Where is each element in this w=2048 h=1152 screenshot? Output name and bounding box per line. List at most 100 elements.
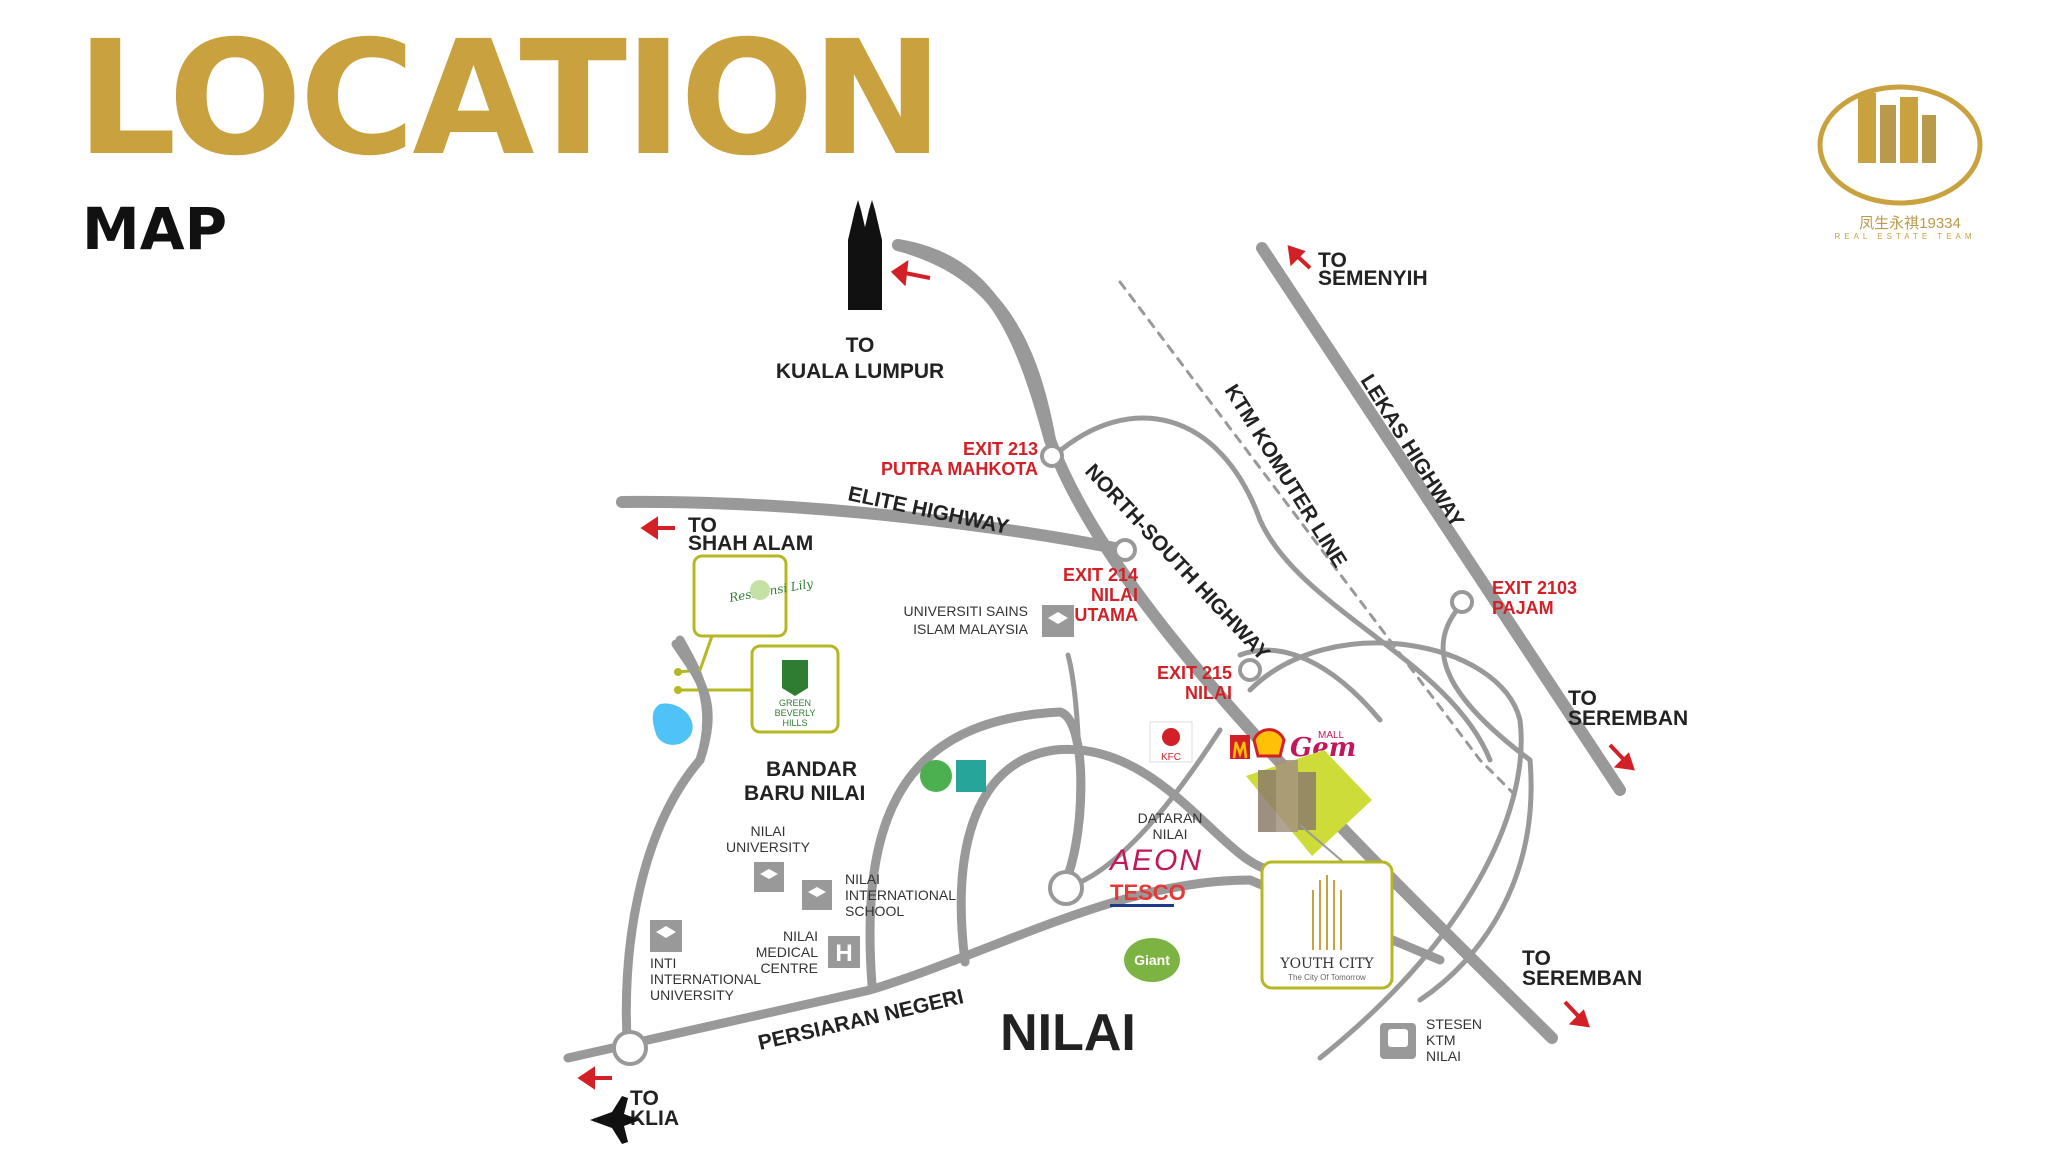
green-beverly-callout[interactable]: GREEN BEVERLY HILLS	[750, 644, 840, 734]
exit-214-label: EXIT 214	[1063, 565, 1138, 585]
dataran-line1: DATARAN	[1138, 810, 1203, 826]
graduation-cap-icon	[650, 920, 682, 952]
nilai-univ-line1: NILAI	[750, 823, 785, 839]
stesen-line3: NILAI	[1426, 1048, 1461, 1064]
exit-2103-node[interactable]	[1450, 590, 1474, 614]
nilai-medical-line3: CENTRE	[760, 960, 818, 976]
graduation-cap-icon	[802, 880, 832, 910]
nilai-intl-line1: NILAI	[845, 871, 880, 887]
company-logo	[1817, 84, 1983, 206]
ktm-line	[1118, 280, 1522, 802]
tesco-logo: TESCO	[1110, 880, 1186, 905]
dest-kl-line2: KUALA LUMPUR	[776, 360, 944, 383]
stesen-line2: KTM	[1426, 1032, 1456, 1048]
dest-seremban-1-line2: SEREMBAN	[1568, 707, 1688, 730]
graduation-cap-icon	[1042, 605, 1074, 637]
petronas-towers-icon	[848, 200, 882, 310]
svg-text:MALL: MALL	[1318, 730, 1345, 741]
site-marker	[674, 686, 682, 694]
nilai-medical-line1: NILAI	[783, 928, 818, 944]
page-title: LOCATION	[76, 7, 943, 191]
roundabout-klia[interactable]	[612, 1030, 648, 1066]
graduation-cap-icon	[754, 862, 784, 892]
youth-city-name: YOUTH CITY	[1279, 956, 1374, 972]
green-beverly-line2: BEVERLY	[775, 708, 816, 718]
kfc-logo: KFC	[1149, 721, 1193, 763]
tesco-underline	[1110, 904, 1174, 907]
dest-klia-line2: KLIA	[630, 1107, 679, 1130]
giant-logo: Giant	[1124, 938, 1180, 982]
exit-2103-name: PAJAM	[1492, 598, 1554, 618]
mcdonalds-logo	[1230, 735, 1250, 759]
elite-highway	[616, 495, 1131, 556]
dataran-line2: NILAI	[1152, 826, 1187, 842]
nilai-label: NILAI	[1000, 1004, 1136, 1062]
usim-line1: UNIVERSITI SAINS	[904, 603, 1028, 619]
callout-pointer	[677, 635, 714, 674]
dest-seremban-2-line1: TO	[1522, 947, 1551, 970]
local-road	[1062, 727, 1223, 891]
callout-line	[1299, 824, 1349, 867]
site-marker	[674, 668, 682, 676]
youth-city-callout[interactable]: YOUTH CITY The City Of Tomorrow	[1260, 860, 1394, 990]
bandar-baru-line1: BANDAR	[766, 758, 857, 781]
logo-text: 凤生永祺19334	[1859, 215, 1961, 232]
dest-klia-line1: TO	[630, 1087, 659, 1110]
nilai-medical-line2: MEDICAL	[756, 944, 818, 960]
hospital-icon: H	[828, 936, 860, 968]
airplane-icon	[590, 1096, 640, 1144]
dest-seremban-2-line2: SEREMBAN	[1522, 967, 1642, 990]
exit-215-node[interactable]	[1238, 658, 1262, 682]
aeon-logo: AEON	[1108, 844, 1203, 877]
bandar-baru-line2: BARU NILAI	[744, 782, 865, 805]
youth-city-tagline: The City Of Tomorrow	[1288, 973, 1366, 982]
direction-arrows	[577, 245, 1635, 1090]
exit-213-node[interactable]	[1040, 444, 1064, 468]
local-road	[671, 639, 713, 765]
inti-line3: UNIVERSITY	[650, 987, 735, 1003]
residensi-lily-callout[interactable]: Residensi Lily	[692, 554, 814, 638]
exit-214-name-1: NILAI	[1091, 585, 1138, 605]
road-to-kl	[892, 239, 1056, 446]
exit-2103-label: EXIT 2103	[1492, 578, 1577, 598]
dest-shah-alam-line1: TO	[688, 514, 717, 537]
persiaran-negeri	[563, 875, 1445, 1063]
exit-214-name-2: UTAMA	[1074, 605, 1138, 625]
lake	[652, 703, 693, 745]
dest-shah-alam-line2: SHAH ALAM	[688, 532, 813, 555]
green-beverly-line1: GREEN	[779, 698, 811, 708]
green-beverly-line3: HILLS	[782, 718, 807, 728]
dest-semenyih-line2: SEMENYIH	[1318, 267, 1428, 290]
lekas-highway-label: LEKAS HIGHWAY	[1356, 370, 1468, 531]
local-road	[956, 744, 1275, 967]
local-road	[1065, 652, 1082, 891]
local-road	[1417, 601, 1534, 1003]
crest-icon	[782, 660, 808, 696]
exit-215-label: EXIT 215	[1157, 663, 1232, 683]
lekas-highway	[1256, 242, 1626, 796]
nilai-intl-line3: SCHOOL	[845, 903, 904, 919]
inti-line1: INTI	[650, 955, 676, 971]
dest-kl-line1: TO	[846, 334, 875, 357]
usim-line2: ISLAM MALAYSIA	[913, 621, 1029, 637]
svg-text:H: H	[835, 940, 852, 967]
building-render	[1258, 760, 1316, 832]
dest-seremban-1-line1: TO	[1568, 687, 1597, 710]
local-road	[1247, 640, 1524, 1061]
local-road	[1237, 647, 1383, 723]
stesen-line1: STESEN	[1426, 1016, 1482, 1032]
shell-logo	[1252, 728, 1286, 758]
roundabout-nilai[interactable]	[1048, 870, 1084, 906]
lily-flower-icon	[750, 580, 770, 600]
nilai-intl-line2: INTERNATIONAL	[845, 887, 956, 903]
logo-subtext: REAL ESTATE TEAM	[1834, 232, 1976, 241]
inti-line2: INTERNATIONAL	[650, 971, 761, 987]
local-road	[1052, 415, 1493, 763]
train-icon	[1380, 1023, 1416, 1059]
exit-213-label: EXIT 213	[963, 439, 1038, 459]
exit-214-node[interactable]	[1113, 538, 1137, 562]
dest-semenyih-line1: TO	[1318, 249, 1347, 272]
page-subtitle: MAP	[82, 195, 228, 263]
exit-213-name: PUTRA MAHKOTA	[881, 459, 1038, 479]
